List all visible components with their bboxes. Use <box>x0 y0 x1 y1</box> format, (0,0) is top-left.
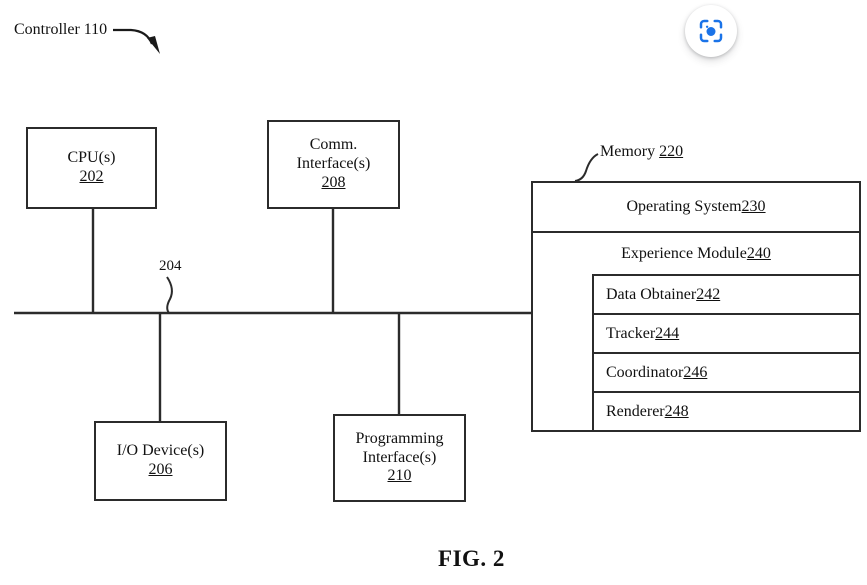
experience-module-title: Experience Module 240 <box>533 233 859 274</box>
box-cpu-title: CPU(s) <box>67 149 116 167</box>
bus-leader-curve <box>166 276 173 314</box>
row-operating-system-text: Operating System <box>626 198 742 215</box>
box-comm-interface-title-line2: Interface(s) <box>296 155 371 173</box>
memory-label: Memory 220 <box>600 144 683 160</box>
bus-reference-label: 204 <box>159 259 182 274</box>
memory-leader-curve <box>574 153 599 182</box>
row-experience-module: Experience Module 240 Data Obtainer 242 … <box>533 233 859 430</box>
submodule-tracker-ref: 244 <box>655 324 680 342</box>
lens-scan-icon <box>699 19 723 43</box>
memory-label-text: Memory <box>600 143 660 160</box>
memory-block: Operating System 230 Experience Module 2… <box>531 181 861 432</box>
box-cpu: CPU(s) 202 <box>26 127 157 209</box>
controller-arrowhead <box>147 36 160 54</box>
submodule-data-obtainer: Data Obtainer 242 <box>594 276 859 315</box>
box-io-device-ref: 206 <box>148 461 173 478</box>
box-io-device-title: I/O Device(s) <box>116 442 205 460</box>
submodule-tracker-text: Tracker <box>606 324 656 342</box>
submodule-coordinator-ref: 246 <box>683 363 708 381</box>
box-programming-interface-title-line2: Interface(s) <box>362 448 437 466</box>
controller-label-text: Controller 110 <box>14 21 108 38</box>
experience-module-title-text: Experience Module <box>621 244 747 262</box>
box-cpu-ref: 202 <box>79 168 104 185</box>
memory-label-ref: 220 <box>659 143 684 160</box>
bus-reference-number: 204 <box>159 258 182 274</box>
controller-leader-arrow <box>113 28 154 45</box>
box-comm-interface: Comm. Interface(s) 208 <box>267 120 400 209</box>
figure-caption-text: FIG. 2 <box>438 546 505 571</box>
row-operating-system-ref: 230 <box>741 198 766 215</box>
submodule-renderer: Renderer 248 <box>594 393 859 430</box>
submodule-renderer-ref: 248 <box>664 402 689 420</box>
box-programming-interface-title-line1: Programming <box>355 429 444 447</box>
submodule-renderer-text: Renderer <box>606 402 665 420</box>
experience-module-ref: 240 <box>746 244 771 262</box>
box-comm-interface-ref: 208 <box>321 173 346 191</box>
box-comm-interface-title-line1: Comm. <box>309 136 358 154</box>
figure-caption: FIG. 2 <box>0 546 867 572</box>
box-programming-interface-ref: 210 <box>387 467 412 485</box>
submodule-coordinator-text: Coordinator <box>606 363 684 381</box>
controller-label: Controller 110 <box>14 22 107 38</box>
submodule-data-obtainer-ref: 242 <box>696 285 721 303</box>
box-io-device: I/O Device(s) 206 <box>94 421 227 501</box>
submodule-data-obtainer-text: Data Obtainer <box>606 285 697 303</box>
row-operating-system: Operating System 230 <box>533 183 859 233</box>
submodule-coordinator: Coordinator 246 <box>594 354 859 393</box>
box-programming-interface: Programming Interface(s) 210 <box>333 414 466 502</box>
submodule-tracker: Tracker 244 <box>594 315 859 354</box>
lens-scan-button[interactable] <box>685 5 737 57</box>
experience-module-submodule-list: Data Obtainer 242 Tracker 244 Coordinato… <box>592 274 859 430</box>
